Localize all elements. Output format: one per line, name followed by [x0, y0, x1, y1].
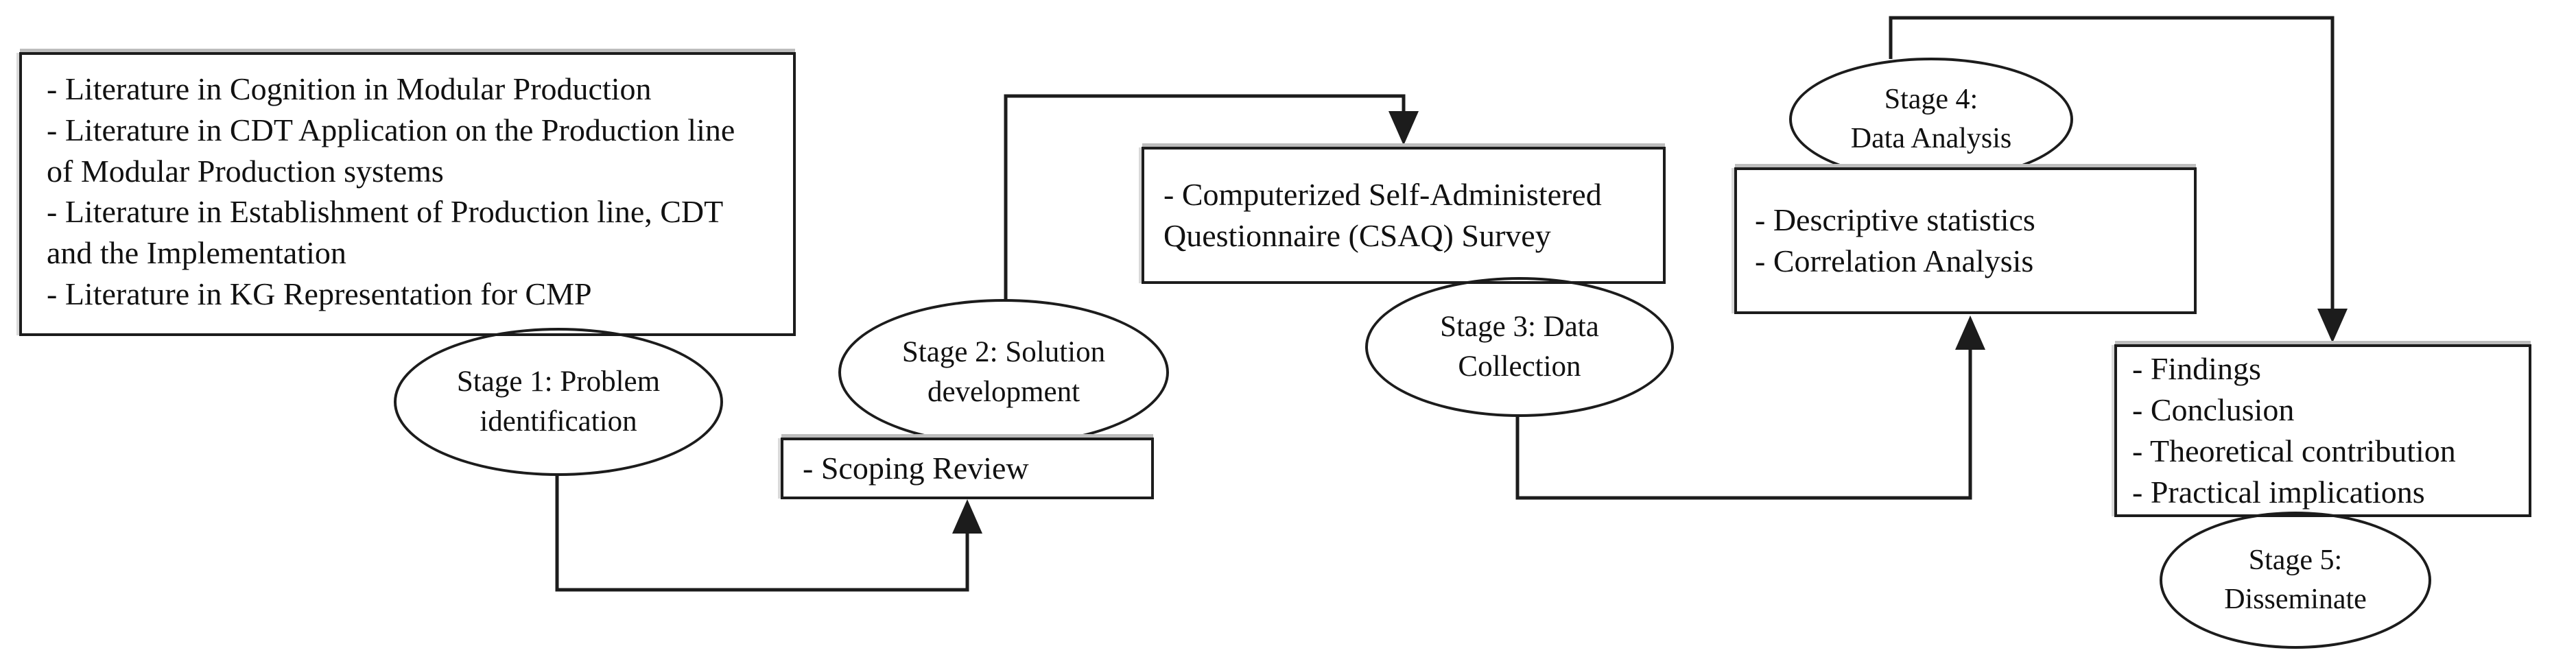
findings-bullet: - Practical implications	[2132, 474, 2425, 510]
connector-stage1-to-scoping	[555, 475, 969, 592]
literature-bullet: - Literature in Establishment of Product…	[47, 194, 723, 271]
connector-stage4-to-findings	[1889, 16, 2335, 310]
findings-bullet: - Conclusion	[2132, 392, 2295, 428]
stage1-problem-identification-ellipse: Stage 1: Problem identification	[394, 328, 723, 476]
stage-label: Data Analysis	[1850, 123, 2012, 154]
analysis-bullet: - Correlation Analysis	[1755, 243, 2034, 278]
stage-label: Stage 3: Data	[1440, 310, 1599, 343]
findings-bullet: - Theoretical contribution	[2132, 433, 2456, 468]
stage-label: Stage 4:	[1884, 84, 1978, 116]
scoping-review-box: - Scoping Review	[781, 438, 1154, 499]
stage4-data-analysis-ellipse: Stage 4: Data Analysis	[1789, 58, 2073, 181]
stage2-solution-development-ellipse: Stage 2: Solution development	[838, 299, 1169, 446]
connector-stage3-to-descriptive	[1515, 335, 1972, 500]
stage-label: Stage 2: Solution	[901, 335, 1106, 368]
stage-label: Disseminate	[2224, 584, 2367, 615]
arrowhead-up-descriptive	[1955, 315, 1985, 350]
stage-label: Stage 5:	[2248, 545, 2343, 577]
literature-bullet: - Literature in CDT Application on the P…	[47, 112, 735, 189]
literature-bullet: - Literature in KG Representation for CM…	[47, 276, 592, 311]
findings-box: - Findings - Conclusion - Theoretical co…	[2114, 344, 2531, 517]
stage-label: Stage 1: Problem	[456, 365, 661, 398]
arrowhead-up-scoping	[952, 499, 982, 534]
findings-bullet: - Findings	[2132, 351, 2261, 387]
literature-review-box: - Literature in Cognition in Modular Pro…	[19, 52, 796, 336]
stage5-disseminate-ellipse: Stage 5: Disseminate	[2160, 512, 2431, 649]
arrowhead-down-csaq	[1389, 111, 1419, 145]
stage3-data-collection-ellipse: Stage 3: Data Collection	[1365, 277, 1674, 417]
stage-label: Collection	[1458, 350, 1581, 383]
scoping-bullet: - Scoping Review	[803, 451, 1029, 486]
stage-label: development	[927, 376, 1080, 408]
arrowhead-down-findings	[2317, 309, 2348, 343]
analysis-bullet: - Descriptive statistics	[1755, 202, 2035, 238]
data-analysis-methods-box: - Descriptive statistics - Correlation A…	[1734, 167, 2197, 314]
csaq-bullet: - Computerized Self-Administered Questio…	[1163, 177, 1602, 253]
connector-stage2-to-csaq	[1004, 94, 1406, 302]
csaq-survey-box: - Computerized Self-Administered Questio…	[1142, 147, 1666, 284]
stage-label: identification	[480, 405, 637, 438]
literature-bullet: - Literature in Cognition in Modular Pro…	[47, 71, 652, 106]
